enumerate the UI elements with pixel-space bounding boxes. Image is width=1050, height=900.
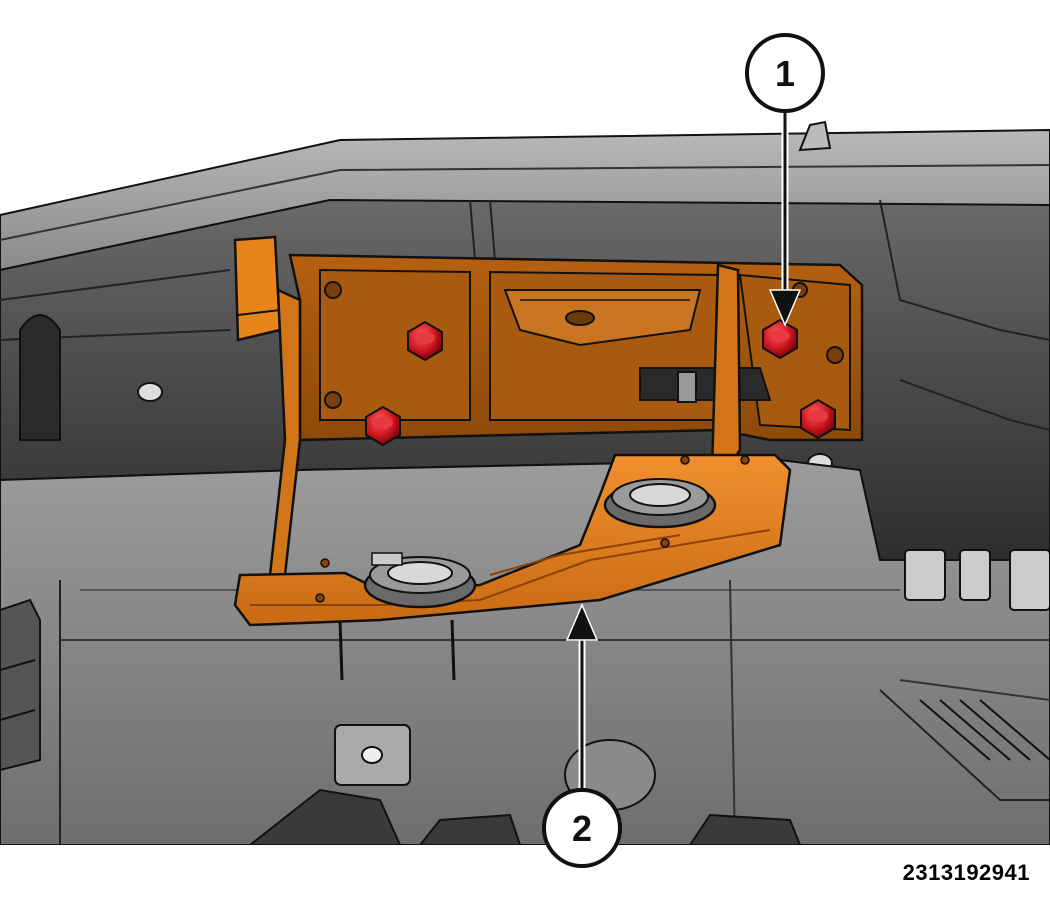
callout-1: 1 [745, 33, 825, 113]
seal-grommet-front [363, 552, 477, 609]
svg-text:1: 1 [775, 53, 795, 94]
callout-2-arrowhead [565, 603, 599, 641]
bolt-upper-right [762, 318, 798, 360]
figure-id: 2313192941 [902, 860, 1030, 885]
callout-1-arrowhead [768, 289, 802, 327]
bracket-right-leg [710, 263, 742, 483]
bolt-upper-left [407, 320, 443, 362]
bolt-lower-left [365, 405, 401, 447]
callout-2-number: 2 [572, 808, 592, 849]
seal-grommet-rear [603, 478, 717, 529]
bracket-left-tab [233, 235, 282, 342]
bolt-lower-right [800, 398, 836, 440]
